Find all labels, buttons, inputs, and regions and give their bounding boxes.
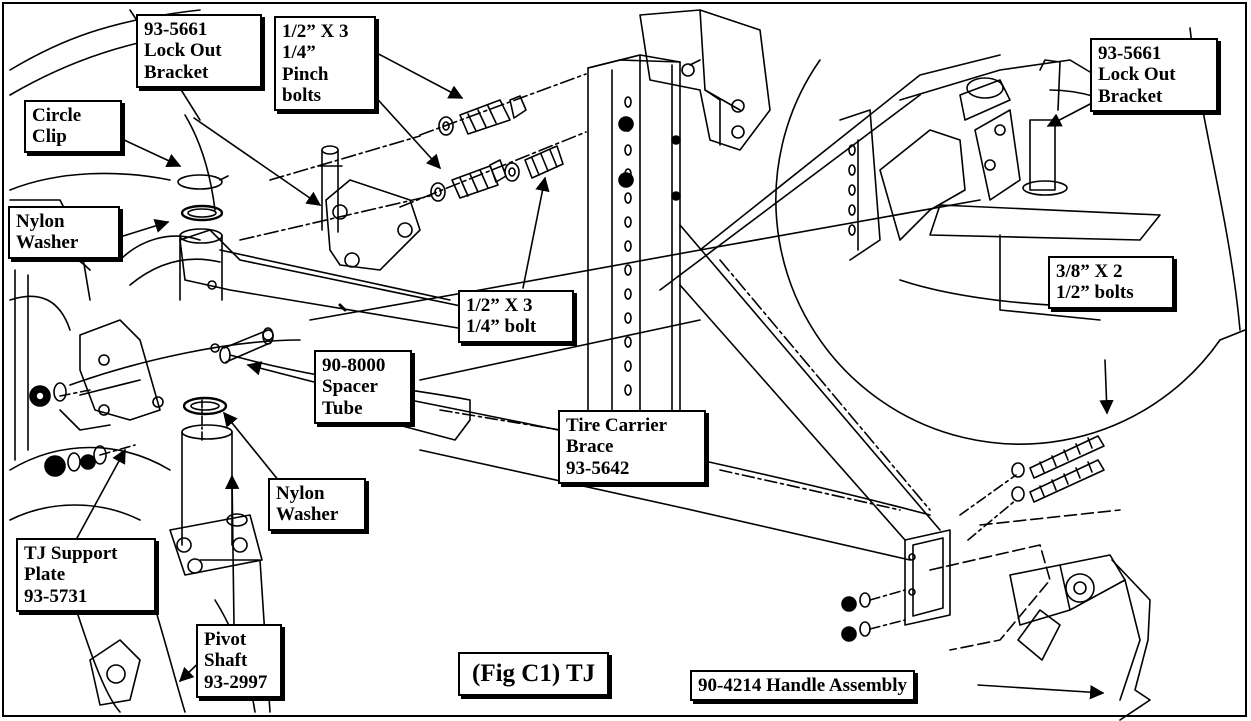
- nylon-washer-lower-callout: Nylon Washer: [268, 478, 366, 531]
- tire-carrier-brace-callout: Tire Carrier Brace 93-5642: [558, 410, 706, 484]
- figure-title: (Fig C1) TJ: [458, 652, 610, 696]
- pivot-shaft-stack: [169, 174, 274, 576]
- handle-end: [841, 509, 1151, 721]
- pivot-shaft-callout: Pivot Shaft 93-2997: [196, 624, 282, 698]
- bolts-three-eighths-callout: 3/8” X 2 1/2” bolts: [1048, 256, 1174, 309]
- lockout-bracket-callout-right: 93-5661 Lock Out Bracket: [1090, 38, 1218, 112]
- tj-support-plate-callout: TJ Support Plate 93-5731: [16, 538, 156, 612]
- carrier-arm: [309, 54, 1001, 561]
- left-fasteners: [29, 382, 136, 477]
- nylon-washer-upper-callout: Nylon Washer: [8, 206, 120, 259]
- bolt-half-inch-callout: 1/2” X 3 1/4” bolt: [458, 290, 574, 343]
- vertical-tube: [587, 9, 771, 426]
- pinch-bolts-callout: 1/2” X 3 1/4” Pinch bolts: [274, 16, 376, 112]
- right-bolts: [959, 435, 1105, 541]
- lockout-bracket: [317, 145, 421, 271]
- diagonal-brace: [679, 224, 941, 541]
- lockout-bracket-callout-left: 93-5661 Lock Out Bracket: [136, 14, 262, 88]
- bracket-plate: [59, 229, 481, 441]
- pinch-bolts: [239, 73, 587, 241]
- circle-clip-callout: Circle Clip: [24, 100, 122, 153]
- leader-arrows: [76, 49, 1114, 700]
- handle-assembly-callout: 90-4214 Handle Assembly: [690, 670, 916, 702]
- spacer-tube-callout: 90-8000 Spacer Tube: [314, 350, 412, 424]
